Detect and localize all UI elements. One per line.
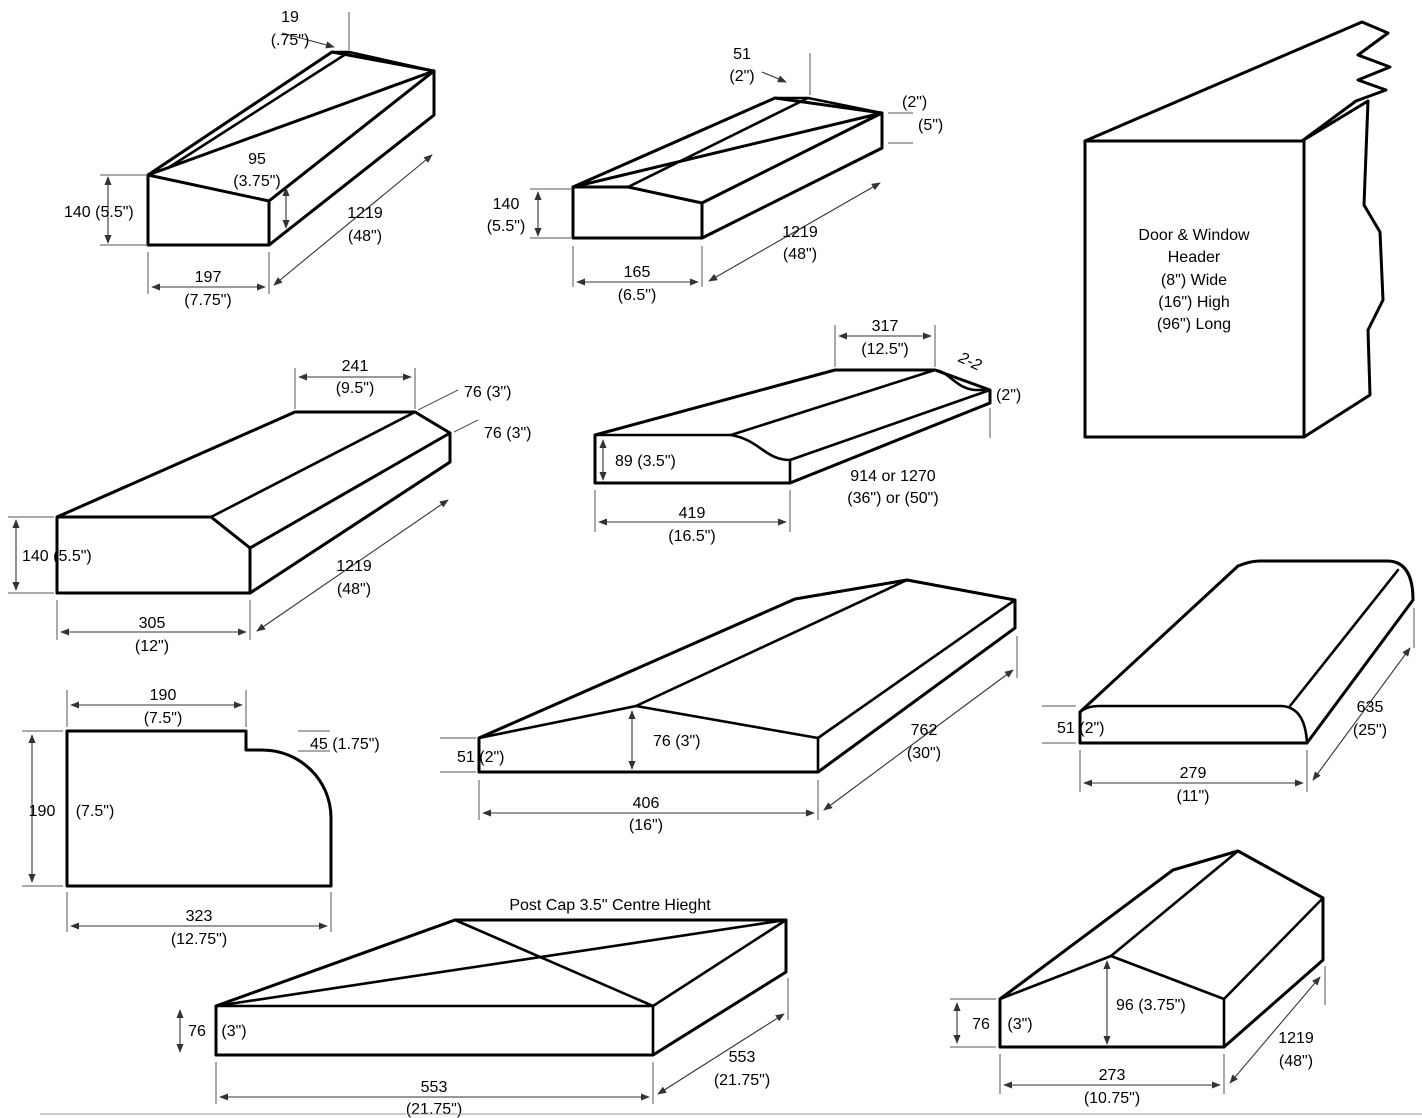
- p10-height-in: (3"): [1007, 1016, 1032, 1033]
- p4-length-mm: 1219: [336, 558, 372, 575]
- post-cap: Post Cap 3.5" Centre Hieght 76 (3") 553 …: [176, 897, 789, 1118]
- p3-line5: (96") Long: [1157, 316, 1231, 333]
- p1-length-dim-arrow: [273, 154, 433, 286]
- p1-top-mm: 19: [281, 9, 299, 26]
- stepped-profile: 190 (7.5") 45 (1.75") 190 (7.5") 323 (12…: [22, 687, 380, 948]
- p4-length-in: (48"): [337, 581, 371, 598]
- p2-side-b: (5"): [918, 117, 943, 134]
- coping-wide-peaked: 76 (3") 51 (2") 406 (16") 762 (30"): [440, 578, 1018, 834]
- coping-flat-top: 51 (2") (2") (5") 140 (5.5") 165 (6.5") …: [487, 46, 944, 304]
- p9-height-in: (3"): [221, 1023, 246, 1040]
- p5-width-in: (16.5"): [668, 528, 715, 545]
- p6-top-mm: 190: [150, 687, 177, 704]
- p9-width-mm: 553: [421, 1079, 448, 1096]
- p4-bevel-a: 76 (3"): [464, 384, 511, 401]
- p5-top-in: (12.5"): [861, 341, 908, 358]
- p5-top-mm: 317: [872, 318, 899, 335]
- p10-height-mm: 76: [972, 1016, 990, 1033]
- p1-width-mm: 197: [195, 269, 222, 286]
- p2-width-mm: 165: [624, 264, 651, 281]
- p3-line3: (8") Wide: [1161, 272, 1227, 289]
- p2-top-in: (2"): [729, 68, 754, 85]
- p9-title: Post Cap 3.5" Centre Hieght: [509, 897, 711, 914]
- p1-top-dim-arrow: [281, 32, 335, 49]
- p2-height-in: (5.5"): [487, 218, 526, 235]
- p9-depth-in: (21.75"): [714, 1072, 770, 1089]
- p6-height-mm: 190: [29, 803, 56, 820]
- p8-length-mm: 635: [1357, 699, 1384, 716]
- p2-width-in: (6.5"): [618, 287, 657, 304]
- p4-bevel-b: 76 (3"): [484, 425, 531, 442]
- p4-height-label: 140 (5.5"): [22, 548, 92, 565]
- p8-length-in: (25"): [1353, 722, 1387, 739]
- door-window-header: Door & Window Header (8") Wide (16") Hig…: [1083, 20, 1392, 439]
- p6-top-in: (7.5"): [144, 710, 183, 727]
- p3-front-face: [1083, 139, 1306, 439]
- p7-width-in: (16"): [629, 817, 663, 834]
- p3-line2: Header: [1168, 249, 1221, 266]
- sill-bullnose: 51 (2") 279 (11") 635 (25"): [1042, 559, 1415, 805]
- p6-width-in: (12.75"): [171, 931, 227, 948]
- p5-length-a: 914 or 1270: [850, 468, 936, 485]
- p3-top-face: [1083, 20, 1392, 143]
- p5-length-b: (36") or (50"): [847, 490, 938, 507]
- p7-edge-label: 51 (2"): [457, 749, 504, 766]
- p8-width-mm: 279: [1180, 765, 1207, 782]
- p10-length-mm: 1219: [1278, 1030, 1314, 1047]
- p6-step-label: 45 (1.75"): [310, 736, 380, 753]
- p1-length-in: (48"): [348, 228, 382, 245]
- p10-peak-label: 96 (3.75"): [1116, 997, 1186, 1014]
- p7-length-mm: 762: [911, 722, 938, 739]
- p1-length-mm: 1219: [347, 205, 383, 222]
- p1-drip-line: [166, 50, 351, 170]
- p7-body: [477, 578, 1017, 774]
- p2-height-mm: 140: [493, 196, 520, 213]
- p1-slope-mm: 95: [248, 151, 266, 168]
- p2-side-a: (2"): [902, 94, 927, 111]
- p3-line1: Door & Window: [1138, 227, 1250, 244]
- p4-width-in: (12"): [135, 638, 169, 655]
- p1-width-in: (7.75"): [184, 292, 231, 309]
- p5-width-mm: 419: [679, 505, 706, 522]
- p8-width-in: (11"): [1177, 788, 1210, 805]
- coping-bevelled: 241 (9.5") 76 (3") 76 (3") 140 (5.5") 30…: [8, 358, 531, 655]
- p5-section: 2-2: [955, 349, 984, 375]
- p7-length-in: (30"): [907, 745, 941, 762]
- p1-top-in: (.75"): [271, 32, 310, 49]
- p6-profile-outline: [65, 729, 333, 888]
- p2-top-mm: 51: [733, 46, 751, 63]
- p5-edge-in: (2"): [996, 387, 1021, 404]
- p1-top-edge: [146, 50, 436, 177]
- p10-width-in: (10.75"): [1084, 1090, 1140, 1107]
- p10-width-mm: 273: [1099, 1067, 1126, 1084]
- p9-height-mm: 76: [188, 1023, 206, 1040]
- p4-top-in: (9.5"): [336, 380, 375, 397]
- p1-slope-in: (3.75"): [233, 173, 280, 190]
- p7-peak-label: 76 (3"): [653, 733, 700, 750]
- p9-width-in: (21.75"): [406, 1101, 462, 1118]
- p4-width-mm: 305: [139, 615, 166, 632]
- sill-curved-profile: 317 (12.5") 2-2 (2") 89 (3.5") 914 or 12…: [593, 318, 1021, 545]
- p7-width-mm: 406: [633, 795, 660, 812]
- p2-length-in: (48"): [783, 246, 817, 263]
- p6-height-in: (7.5"): [76, 803, 115, 820]
- p2-length-mm: 1219: [782, 224, 818, 241]
- p1-height-label: 140 (5.5"): [64, 204, 134, 221]
- p9-depth-mm: 553: [729, 1049, 756, 1066]
- p10-length-in: (48"): [1279, 1053, 1313, 1070]
- coping-sloped-small: 19 (.75") 95 (3.75") 140 (5.5") 197 (7.7…: [64, 9, 436, 309]
- coping-narrow-peaked: 96 (3.75") 76 (3") 273 (10.75") 1219 (48…: [950, 849, 1326, 1107]
- p3-line4: (16") High: [1158, 294, 1229, 311]
- p2-front-face: [571, 185, 704, 240]
- p8-edge-label: 51 (2"): [1057, 720, 1104, 737]
- p4-top-mm: 241: [342, 358, 369, 375]
- p5-height-label: 89 (3.5"): [615, 453, 676, 470]
- p3-side-face: [1300, 99, 1385, 439]
- p6-width-mm: 323: [186, 908, 213, 925]
